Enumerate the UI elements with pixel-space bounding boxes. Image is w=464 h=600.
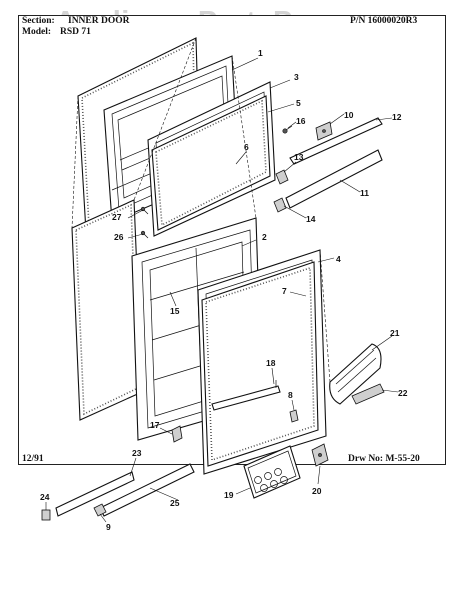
screw-26	[140, 230, 149, 239]
callout-14: 14	[306, 214, 316, 224]
callout-13: 13	[294, 152, 304, 162]
footer-date: 12/91	[22, 454, 44, 464]
dairy-door-21	[329, 343, 382, 405]
callout-5: 5	[296, 98, 301, 108]
callout-3: 3	[294, 72, 299, 82]
callout-16: 16	[296, 116, 306, 126]
callout-22: 22	[398, 388, 408, 398]
callout-25: 25	[170, 498, 180, 508]
callout-11: 11	[360, 188, 369, 198]
callout-10: 10	[344, 110, 354, 120]
callout-20: 20	[312, 486, 322, 496]
screw-27	[140, 206, 149, 215]
hinge-cover-20	[311, 443, 329, 467]
callout-12: 12	[392, 112, 402, 122]
callout-1: 1	[258, 48, 263, 58]
callout-27: 27	[112, 212, 122, 222]
cap-24	[41, 509, 51, 521]
callout-23: 23	[132, 448, 142, 458]
cap-13	[275, 169, 289, 185]
callout-24: 24	[40, 492, 50, 502]
bracket-10	[315, 121, 333, 141]
callout-7: 7	[282, 286, 287, 296]
shelf-rail-12	[289, 117, 383, 165]
callout-17: 17	[150, 420, 160, 430]
callout-15: 15	[170, 306, 180, 316]
rail-23	[55, 471, 135, 517]
cap-9	[93, 503, 107, 517]
callout-21: 21	[390, 328, 400, 338]
butter-bin-19	[243, 445, 301, 499]
callout-18: 18	[266, 358, 276, 368]
stop-8	[289, 409, 299, 423]
model-label: Model:	[22, 27, 52, 37]
clip-17	[171, 425, 183, 443]
model-value: RSD 71	[60, 27, 91, 37]
bracket-22	[351, 383, 385, 405]
callout-8: 8	[288, 390, 293, 400]
part-number: P/N 16000020R3	[350, 16, 418, 26]
lower-door-gasket-outline	[71, 199, 143, 421]
screw-16	[282, 125, 293, 134]
shelf-rail-11	[285, 149, 383, 209]
cap-14	[273, 197, 287, 213]
drawing-number: Drw No: M-55-20	[348, 454, 420, 464]
section-value: INNER DOOR	[68, 16, 130, 26]
upper-gasket	[151, 95, 271, 231]
callout-6: 6	[244, 142, 249, 152]
rail-18	[211, 380, 281, 411]
callout-19: 19	[224, 490, 234, 500]
callout-2: 2	[262, 232, 267, 242]
callout-26: 26	[114, 232, 124, 242]
callout-9: 9	[106, 522, 111, 532]
section-label: Section:	[22, 16, 55, 26]
lower-gasket	[201, 261, 319, 467]
callout-4: 4	[336, 254, 341, 264]
